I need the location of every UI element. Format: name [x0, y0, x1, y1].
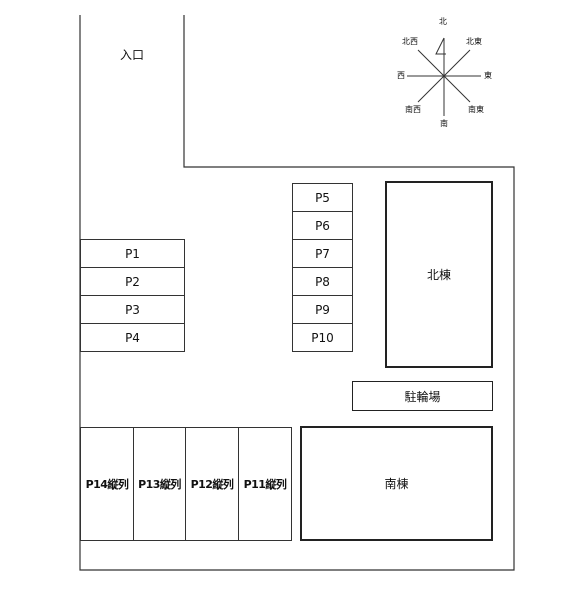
parking-space-p4[interactable]: P4 — [80, 323, 185, 352]
bicycle-parking[interactable]: 駐輪場 — [352, 381, 493, 411]
compass-north: 北 — [439, 17, 447, 26]
compass-southeast: 南東 — [468, 105, 484, 114]
parking-space-p13[interactable]: P13縦列 — [133, 427, 186, 541]
compass-lines-icon — [407, 37, 481, 116]
parking-space-p5[interactable]: P5 — [292, 183, 353, 212]
compass-rose: 北 北西 北東 西 東 南西 南東 南 — [392, 16, 502, 131]
parking-space-p9[interactable]: P9 — [292, 295, 353, 324]
parking-space-p1[interactable]: P1 — [80, 239, 185, 268]
parking-space-p3[interactable]: P3 — [80, 295, 185, 324]
parking-space-p8[interactable]: P8 — [292, 267, 353, 296]
parking-space-p10[interactable]: P10 — [292, 323, 353, 352]
compass-east: 東 — [484, 71, 492, 80]
north-building[interactable]: 北棟 — [385, 181, 493, 368]
compass-northwest: 北西 — [402, 37, 418, 46]
parking-space-p14[interactable]: P14縦列 — [80, 427, 134, 541]
entrance-label: 入口 — [120, 48, 145, 62]
parking-space-p7[interactable]: P7 — [292, 239, 353, 268]
south-building[interactable]: 南棟 — [300, 426, 493, 541]
parking-space-p11[interactable]: P11縦列 — [238, 427, 292, 541]
compass-southwest: 南西 — [405, 105, 421, 114]
compass-northeast: 北東 — [466, 37, 482, 46]
compass-west: 西 — [397, 71, 405, 80]
parking-space-p12[interactable]: P12縦列 — [185, 427, 239, 541]
parking-space-p2[interactable]: P2 — [80, 267, 185, 296]
compass-south: 南 — [440, 119, 448, 128]
parking-space-p6[interactable]: P6 — [292, 211, 353, 240]
